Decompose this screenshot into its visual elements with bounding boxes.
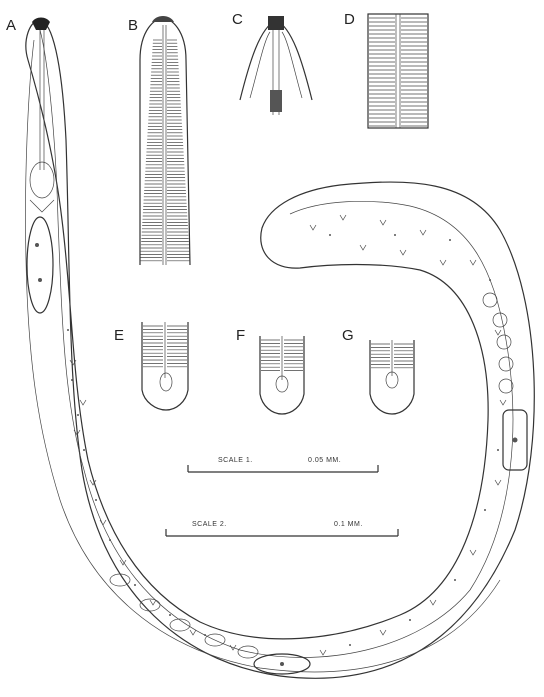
panel-c-head-tip: C	[232, 11, 312, 115]
panel-e-tail: E	[114, 322, 188, 410]
scale-bar-1: SCALE 1. 0.05 MM.	[188, 457, 378, 472]
panel-b-head: B	[128, 16, 190, 265]
panel-label-g: G	[342, 327, 354, 344]
panel-label-a: A	[6, 17, 16, 34]
panel-label-c: C	[232, 11, 243, 28]
scale-2-label: SCALE 2.	[192, 521, 227, 528]
panel-label-b: B	[128, 17, 138, 34]
panel-label-d: D	[344, 11, 355, 28]
panel-g-tail: G	[342, 327, 414, 414]
panel-label-f: F	[236, 327, 245, 344]
panel-a-worm: A	[6, 17, 534, 678]
panel-d-body-section: D	[344, 11, 428, 128]
scale-1-value: 0.05 MM.	[308, 457, 341, 464]
panel-label-e: E	[114, 327, 124, 344]
scale-2-value: 0.1 MM.	[334, 521, 363, 528]
scale-1-label: SCALE 1.	[218, 457, 253, 464]
scale-bar-2: SCALE 2. 0.1 MM.	[166, 521, 398, 536]
panel-f-tail: F	[236, 327, 304, 414]
